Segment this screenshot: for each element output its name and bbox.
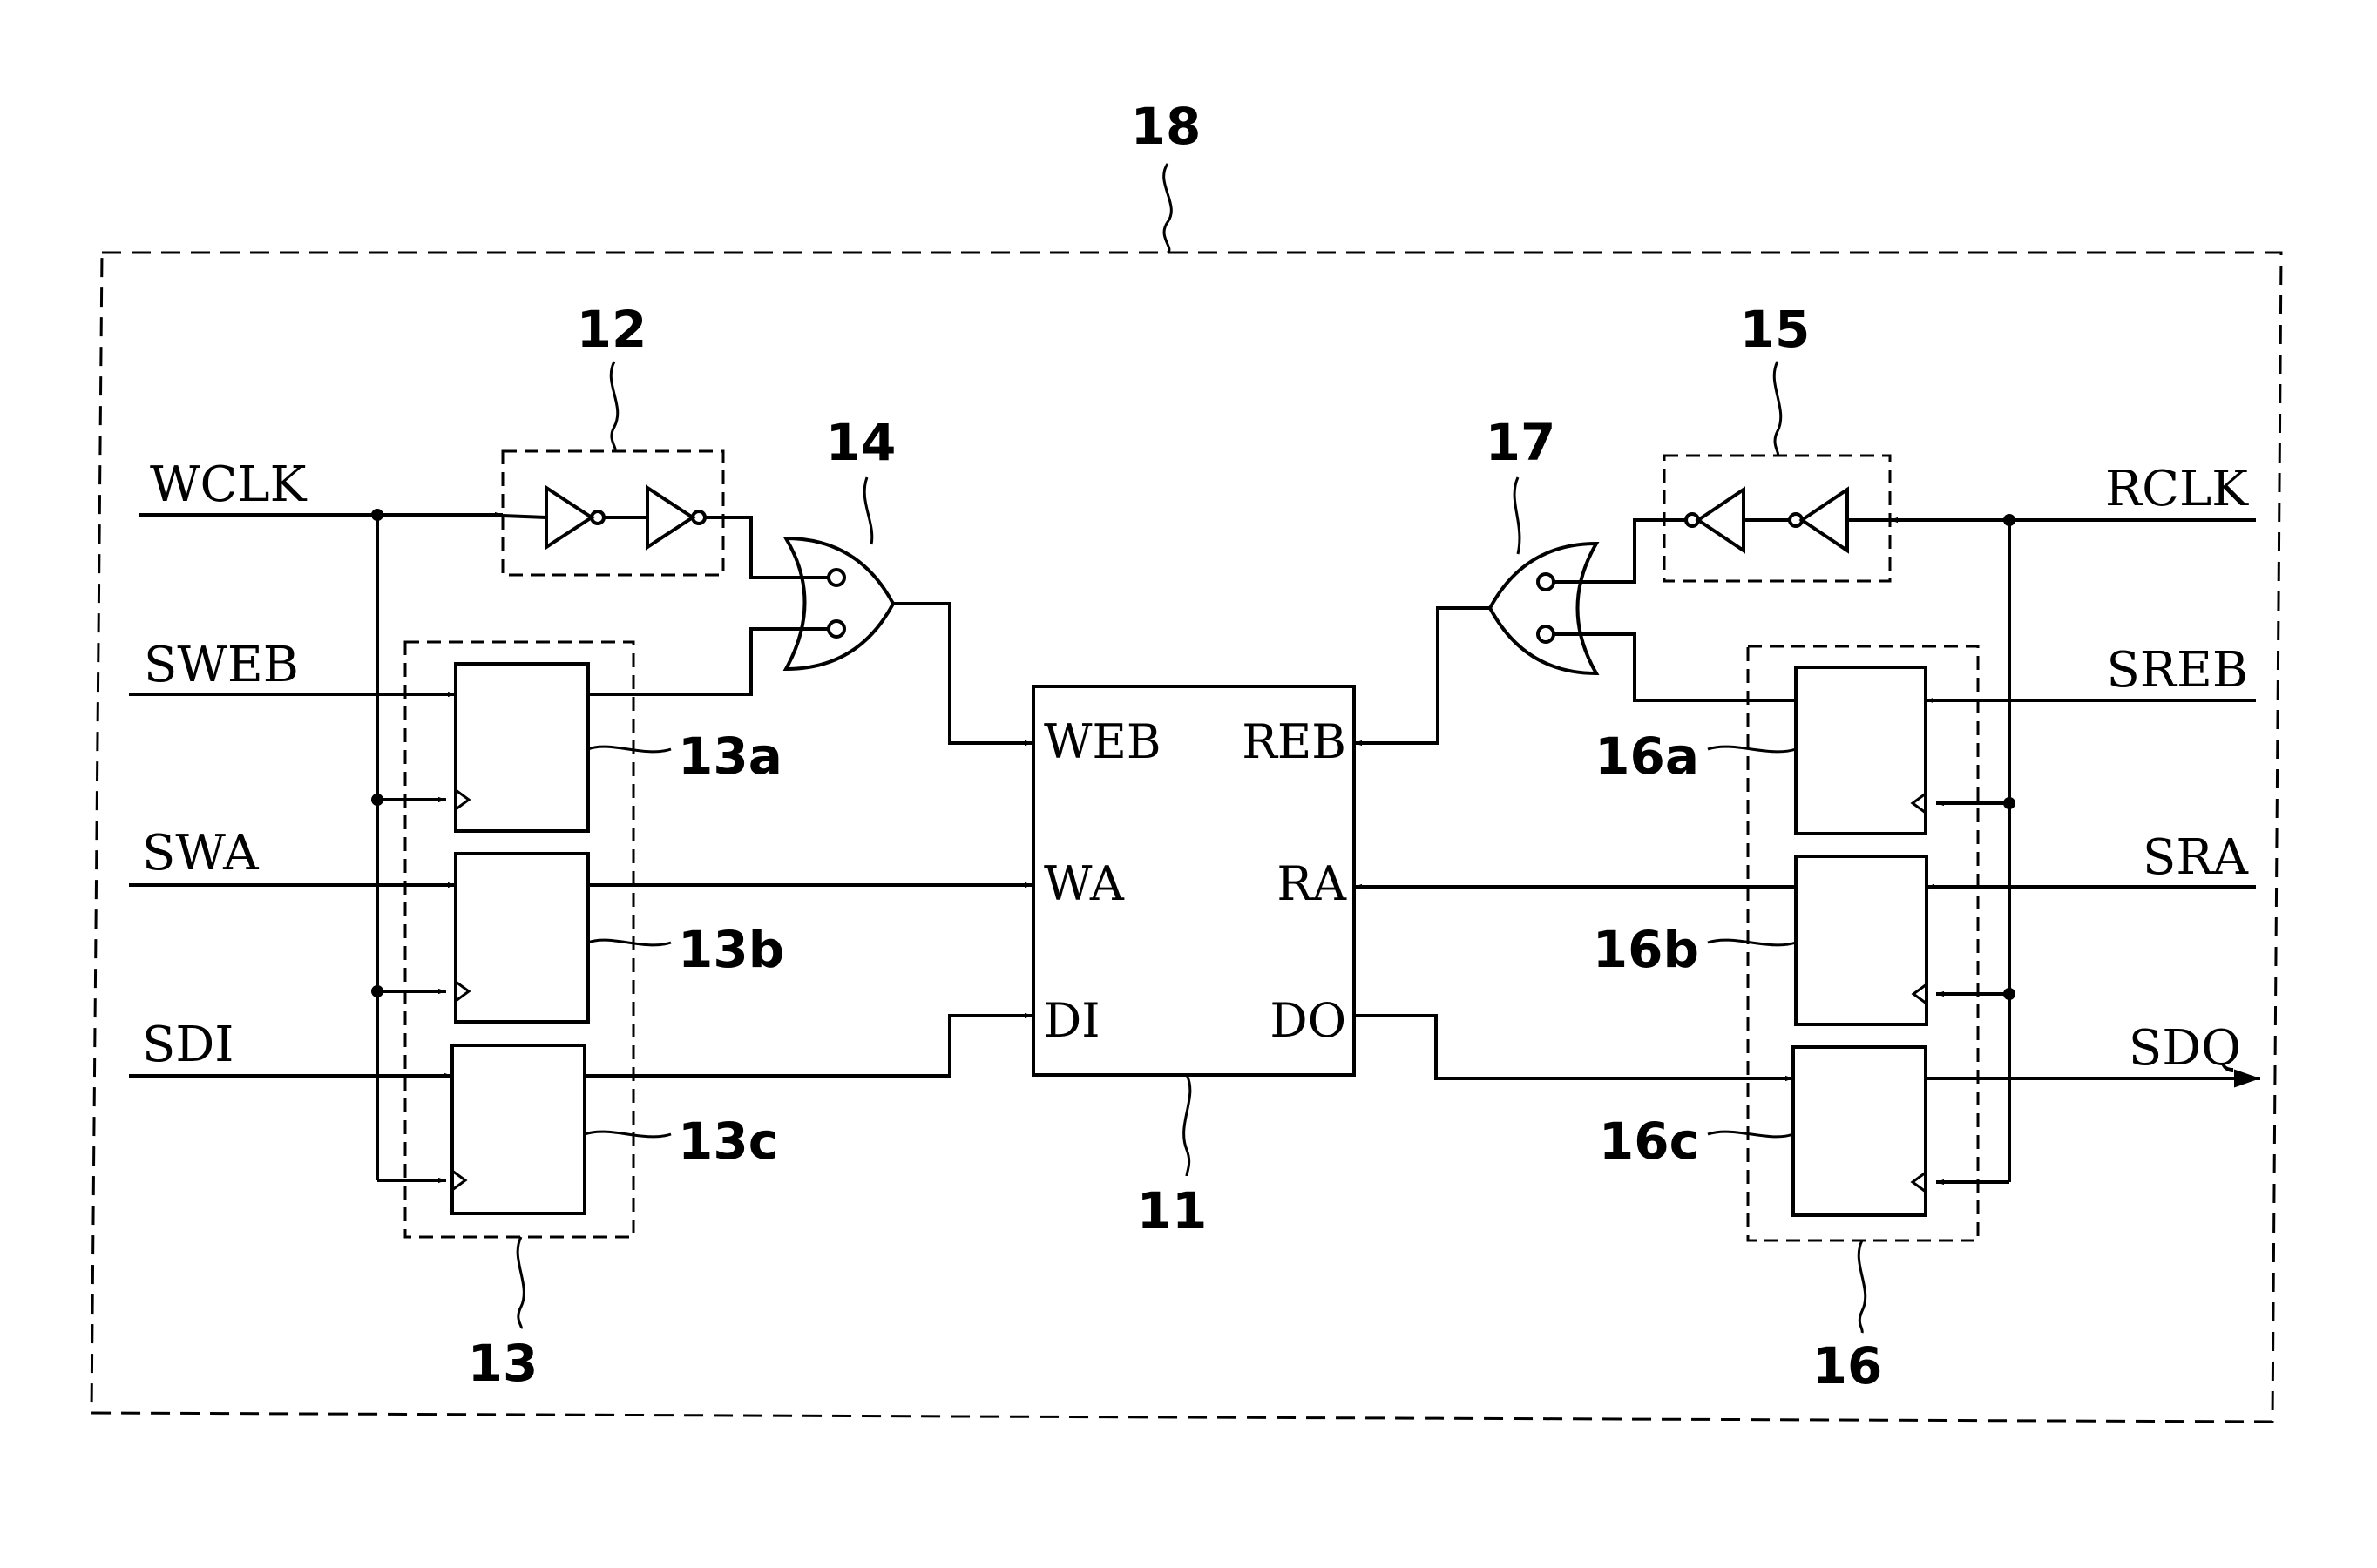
signal-sdi: SDI [142,1017,234,1073]
signal-sra: SRA [2143,829,2249,886]
latch-13b [456,854,588,1022]
port-di: DI [1044,993,1100,1048]
gate-14-label: 14 [826,413,897,472]
buffer-12-label: 12 [577,300,647,359]
port-web: WEB [1044,714,1161,769]
gate-17 [1490,544,1596,673]
junction-dots [371,509,2015,1000]
buffer-box-12 [503,451,723,575]
buffer-12-leader [611,362,618,451]
signal-wclk: WCLK [150,456,308,513]
latch-13a [456,664,588,831]
latch-13a-label: 13a [678,727,782,786]
latch-16a [1796,667,1926,834]
signal-sdq: SDQ [2129,1020,2241,1077]
outer-boundary [91,253,2281,1422]
latch-group-16-label: 16 [1812,1336,1883,1396]
latch-13c [452,1045,585,1213]
latch-16a-label: 16a [1595,727,1699,786]
inverter-15a [1802,490,1847,551]
inverter-12a [546,488,592,547]
gate-14-bubble-b [829,621,844,637]
latch-13c-label: 13c [678,1112,778,1171]
latch-16b [1796,856,1927,1024]
latch-16c-label: 16c [1599,1112,1699,1171]
latch-13b-label: 13b [678,920,784,979]
port-reb: REB [1242,714,1346,769]
gate-17-bubble-b [1538,626,1554,642]
latch-16b-label: 16b [1593,920,1699,979]
latch-group-13-leader [518,1237,524,1328]
buffer-15-leader [1774,362,1781,456]
port-do: DO [1270,993,1346,1048]
memory-11-label: 11 [1137,1181,1208,1240]
port-wa: WA [1044,856,1125,911]
port-ra: RA [1277,856,1347,911]
latch-group-16 [1748,646,1978,1240]
latch-group-16-leader [1859,1240,1866,1333]
signal-swa: SWA [142,825,259,882]
latch-group-13-label: 13 [468,1334,538,1393]
signal-sweb: SWEB [144,637,299,693]
outer-ref-label: 18 [1131,97,1202,156]
gate-14 [786,538,893,669]
inverter-12b [647,488,693,547]
signal-sreb: SREB [2106,642,2248,699]
inverter-15b [1698,490,1744,551]
latch-16c [1793,1047,1926,1215]
gate-14-bubble-a [829,570,844,585]
buffer-15-label: 15 [1740,300,1811,359]
gate-17-bubble-a [1538,574,1554,590]
gate-17-label: 17 [1486,413,1556,472]
memory-11-leader [1184,1075,1190,1176]
signal-rclk: RCLK [2105,461,2249,517]
outer-ref-leader [1164,164,1172,253]
